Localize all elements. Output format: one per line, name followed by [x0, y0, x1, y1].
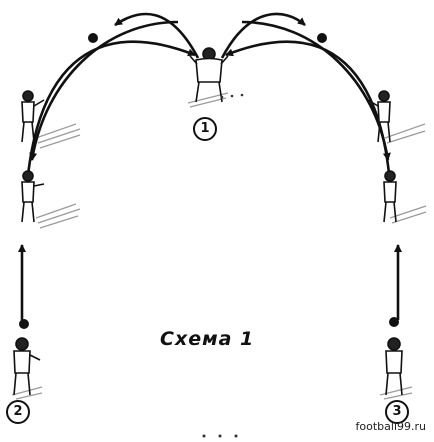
trajectory-left-return-arc — [29, 20, 179, 161]
player-goalkeeper-1 — [189, 47, 229, 103]
trajectory-right-outer-arc — [225, 40, 393, 199]
position-marker-2: 2 — [6, 400, 30, 424]
watermark: football99.ru — [355, 420, 426, 433]
trajectory-center-right-bounce — [220, 12, 306, 59]
position-marker-1: 1 — [193, 117, 217, 141]
trajectory-left-outer-arc — [24, 40, 196, 199]
balls — [19, 33, 399, 329]
ball-right-arc — [317, 33, 327, 43]
player-right-lower — [383, 170, 397, 223]
player-2 — [13, 337, 41, 396]
ball-player-2 — [19, 319, 29, 329]
position-marker-3: 3 — [385, 400, 409, 424]
ball-player-3 — [389, 317, 399, 327]
ball-left-arc — [88, 33, 98, 43]
scheme-caption: Схема 1 — [160, 328, 255, 350]
ball-trajectories — [18, 12, 402, 320]
trajectory-right-return-arc — [241, 20, 391, 161]
decorative-stars — [202, 93, 244, 438]
trajectory-center-left-bounce — [114, 12, 200, 59]
player-left-upper — [21, 90, 45, 143]
player-right-upper — [367, 90, 391, 143]
player-3 — [385, 337, 403, 396]
ground-shadows — [11, 92, 427, 400]
player-left-lower — [21, 170, 45, 223]
